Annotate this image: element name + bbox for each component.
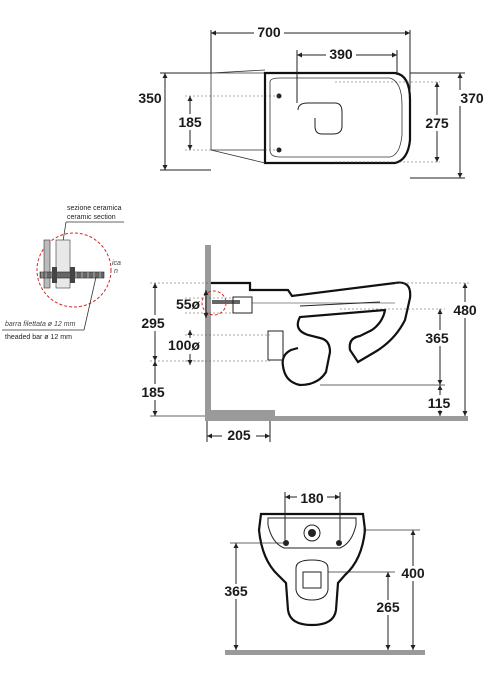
side-threaded-bar <box>212 300 240 304</box>
detail-view: sezione ceramica ceramic section ica n b… <box>2 205 124 341</box>
front-floor <box>225 650 425 655</box>
dim-700: 700 <box>257 24 281 40</box>
side-floor-step <box>205 410 275 416</box>
label-section-en: ceramic section <box>67 214 116 221</box>
top-view-bowl-outline <box>263 71 412 165</box>
front-outlet <box>295 559 329 601</box>
side-inlet <box>232 296 253 314</box>
detail-magnify-circle <box>36 232 112 308</box>
front-inlet <box>303 524 321 542</box>
dim-180: 180 <box>300 490 324 506</box>
front-bowl-outline <box>257 512 367 627</box>
dim-115: 115 <box>428 395 451 411</box>
front-fixing-hole-right <box>336 540 342 546</box>
dim-185-side: 185 <box>141 384 165 400</box>
dim-365-side: 365 <box>425 330 449 346</box>
top-view-tank-block <box>210 72 266 151</box>
side-view: 55ø 295 100ø 365 480 185 115 205 <box>138 245 484 443</box>
detail-wall <box>43 239 51 289</box>
dim-370: 370 <box>460 90 484 106</box>
dim-100: 100ø <box>168 337 200 353</box>
label-side-note-1: ica <box>112 260 121 267</box>
top-view-taper <box>210 69 266 164</box>
side-floor <box>205 416 468 421</box>
side-bowl-outline <box>211 281 412 387</box>
side-outlet <box>267 330 284 361</box>
dim-400: 400 <box>401 565 425 581</box>
dim-55: 55ø <box>176 296 201 312</box>
dim-265: 265 <box>376 599 400 615</box>
detail-ceramic <box>55 239 71 289</box>
dim-390: 390 <box>329 46 353 62</box>
dim-480: 480 <box>453 302 477 318</box>
dim-185-top: 185 <box>178 114 202 130</box>
dim-365-front: 365 <box>224 583 248 599</box>
top-view-bowl-opening <box>297 102 343 135</box>
front-rim <box>267 517 357 549</box>
label-side-note-2: n <box>114 268 118 275</box>
label-bar-it: barra filettata ø 12 mm <box>5 321 76 328</box>
top-view-rim <box>269 77 403 158</box>
side-wall <box>205 245 211 420</box>
dim-275: 275 <box>425 115 449 131</box>
dim-205: 205 <box>227 427 251 443</box>
dim-350: 350 <box>138 90 162 106</box>
front-view: 180 400 365 265 <box>220 490 431 655</box>
top-view: 700 390 350 185 275 370 <box>138 24 490 179</box>
label-bar-en: theaded bar ø 12 mm <box>5 334 72 341</box>
label-section-it: sezione ceramica <box>67 205 122 212</box>
dim-295: 295 <box>141 315 165 331</box>
